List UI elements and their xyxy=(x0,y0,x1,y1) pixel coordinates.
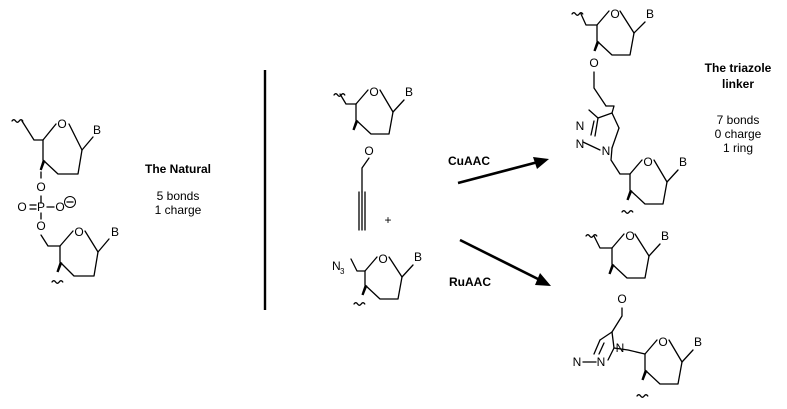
natural-charge: 1 charge xyxy=(155,203,202,217)
plus-sign: + xyxy=(384,213,391,227)
natural-bottom-ring-o: O xyxy=(74,225,83,239)
cuaac-n2: N xyxy=(576,137,585,151)
ruaac-arrow xyxy=(459,238,551,286)
azide-base-b: B xyxy=(414,250,422,264)
cuaac-ether-o: O xyxy=(589,56,598,70)
triazole-charge: 0 charge xyxy=(715,127,762,141)
ruaac-top-base-b: B xyxy=(661,229,669,243)
triazole-bonds: 7 bonds xyxy=(717,113,760,127)
cuaac-label: CuAAC xyxy=(448,154,490,168)
triazole-title-line2: linker xyxy=(722,77,754,91)
ruaac-top-ring-o: O xyxy=(625,229,634,243)
ruaac-label: RuAAC xyxy=(449,275,491,289)
cuaac-bottom-ring-o: O xyxy=(643,155,652,169)
natural-top-ring-o: O xyxy=(57,117,66,131)
cuaac-top-ring-o: O xyxy=(610,7,619,21)
natural-bonds: 5 bonds xyxy=(157,189,200,203)
cuaac-n3: N xyxy=(602,144,611,158)
ruaac-ether-o: O xyxy=(617,292,626,306)
natural-anionic-o: O xyxy=(55,200,64,214)
ruaac-bottom-base-b: B xyxy=(694,335,702,349)
azide-ring-o: O xyxy=(378,252,387,266)
cuaac-bottom-base-b: B xyxy=(679,155,687,169)
natural-caption: The Natural 5 bonds 1 charge xyxy=(145,162,211,217)
triazole-caption: The triazole linker 7 bonds 0 charge 1 r… xyxy=(705,61,772,155)
alkyne-nucleoside: O B O xyxy=(333,85,413,231)
natural-top-base-b: B xyxy=(93,123,101,137)
azide-nucleoside: N 3 O B xyxy=(332,250,422,306)
natural-phosphorus: P xyxy=(37,200,45,214)
alkyne-ring-o: O xyxy=(369,85,378,99)
natural-phosphoryl-o: O xyxy=(17,200,26,214)
triazole-rings: 1 ring xyxy=(723,141,753,155)
azide-n: N xyxy=(332,259,341,273)
alkyne-3prime-o: O xyxy=(364,144,373,158)
ruaac-n2: N xyxy=(597,355,606,369)
ruaac-n1: N xyxy=(616,341,625,355)
triazole-title-line1: The triazole xyxy=(705,61,772,75)
alkyne-base-b: B xyxy=(405,85,413,99)
azide-subscript-3: 3 xyxy=(340,267,345,276)
ruaac-bottom-ring-o: O xyxy=(658,335,667,349)
natural-5prime-o: O xyxy=(36,219,45,233)
natural-3prime-o: O xyxy=(36,180,45,194)
cuaac-product-structure: O B O N N N O B xyxy=(571,7,687,214)
ruaac-n3: N xyxy=(573,355,582,369)
cuaac-top-base-b: B xyxy=(646,7,654,21)
natural-title: The Natural xyxy=(145,162,211,176)
natural-linkage-structure: O B O O P O O O B xyxy=(11,117,119,284)
cuaac-arrow xyxy=(457,157,549,185)
ruaac-product-structure: O B O N N N O B xyxy=(573,229,702,398)
cuaac-n1: N xyxy=(576,119,585,133)
natural-bottom-base-b: B xyxy=(111,225,119,239)
